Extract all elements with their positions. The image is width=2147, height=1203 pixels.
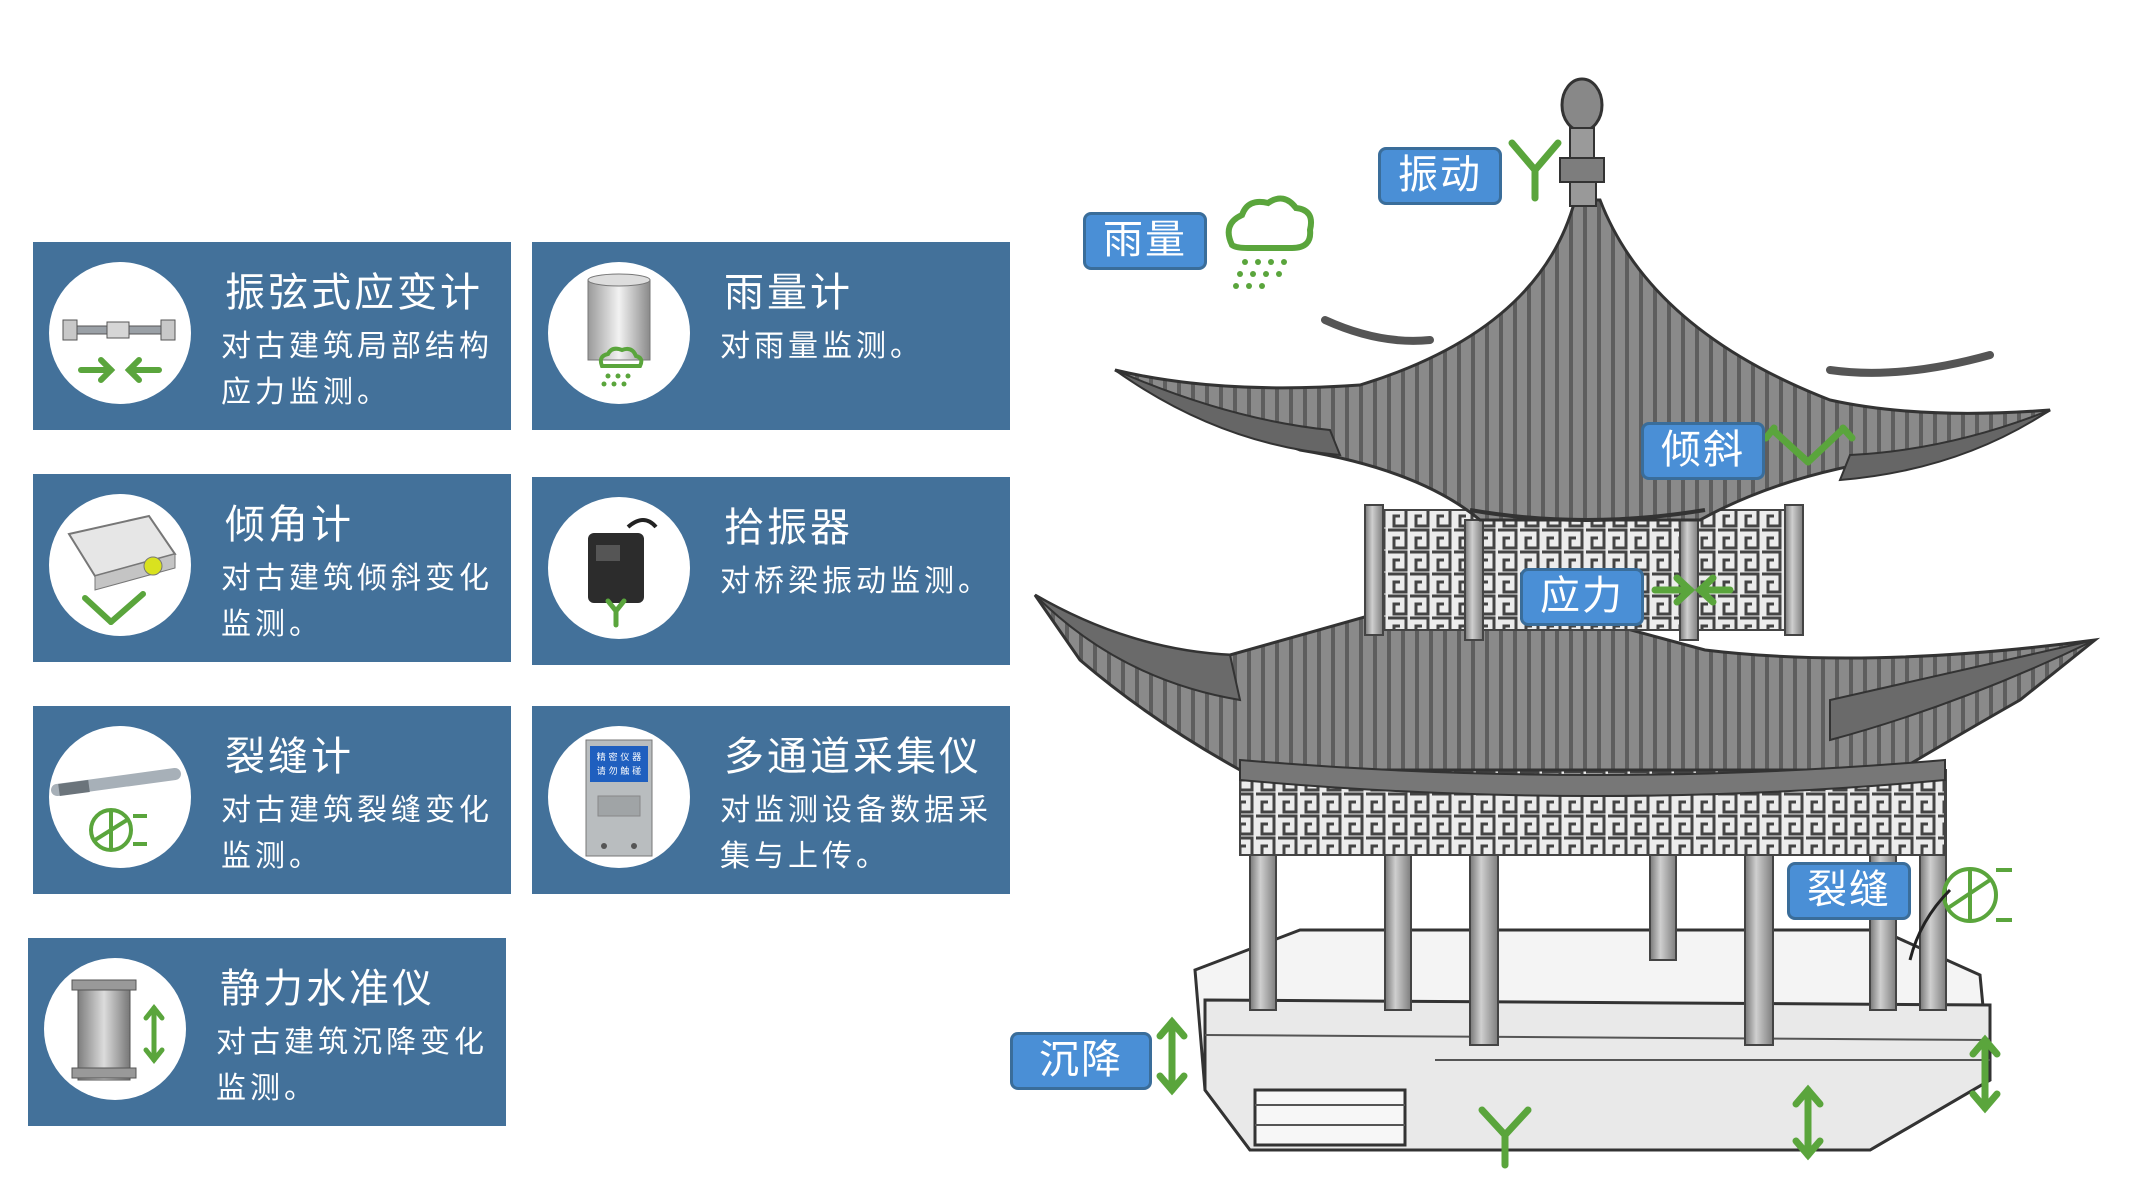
device-warning-line1: 精 密 仪 器 — [597, 751, 642, 763]
card-title: 振弦式应变计 — [225, 270, 483, 316]
tilt-v-icon — [1762, 424, 1856, 466]
lower-roof — [1033, 593, 2101, 797]
vibration-y-icon — [1508, 139, 1562, 202]
settlement-arrow-mid-icon — [1792, 1084, 1824, 1161]
card-hydrostatic-level: 静力水准仪 对古建筑沉降变化监测。 — [28, 938, 506, 1126]
card-title: 拾振器 — [724, 505, 853, 551]
label-rain: 雨量 — [1083, 212, 1207, 270]
rain-cloud-icon — [1225, 195, 1314, 289]
upper-roof — [1114, 198, 2051, 522]
card-desc: 对古建筑裂缝变化监测。 — [221, 793, 493, 874]
label-stress: 应力 — [1520, 568, 1644, 626]
data-logger-icon: 精 密 仪 器 请 勿 触 碰 — [548, 726, 690, 868]
label-crack: 裂缝 — [1787, 862, 1911, 920]
card-title: 多通道采集仪 — [724, 734, 982, 780]
vibration-pickup-icon — [548, 497, 690, 639]
card-data-logger: 精 密 仪 器 请 勿 触 碰 多通道采集仪 对监测设备数据采集与上传。 — [532, 706, 1010, 894]
label-vibration: 振动 — [1378, 147, 1502, 205]
card-desc: 对古建筑倾斜变化监测。 — [221, 561, 493, 642]
card-title: 雨量计 — [724, 270, 853, 316]
card-strain-gauge: 振弦式应变计 对古建筑局部结构应力监测。 — [33, 242, 511, 430]
inclinometer-icon — [49, 494, 191, 636]
card-crack-meter: 裂缝计 对古建筑裂缝变化监测。 — [33, 706, 511, 894]
settlement-arrow-left-icon — [1156, 1016, 1188, 1096]
card-desc: 对古建筑沉降变化监测。 — [216, 1025, 488, 1106]
stress-arrows-icon — [1651, 574, 1734, 606]
card-desc: 对桥梁振动监测。 — [720, 564, 992, 599]
base-vibration-y-icon — [1478, 1106, 1532, 1169]
card-rain-gauge: 雨量计 对雨量监测。 — [532, 242, 1010, 430]
roof-finial — [1559, 77, 1605, 207]
card-desc: 对雨量监测。 — [720, 329, 924, 364]
card-inclinometer: 倾角计 对古建筑倾斜变化监测。 — [33, 474, 511, 662]
label-tilt: 倾斜 — [1641, 422, 1765, 480]
device-warning-line2: 请 勿 触 碰 — [597, 765, 642, 777]
rain-gauge-icon — [548, 262, 690, 404]
card-title: 静力水准仪 — [220, 966, 435, 1012]
card-vibration-pickup: 拾振器 对桥梁振动监测。 — [532, 477, 1010, 665]
card-title: 倾角计 — [225, 502, 354, 548]
card-desc: 对古建筑局部结构应力监测。 — [221, 329, 493, 410]
settlement-arrow-right-icon — [1969, 1034, 2001, 1114]
hydrostatic-level-icon — [44, 958, 186, 1100]
crack-meter-icon — [49, 726, 191, 868]
crack-sensor-symbol — [1942, 867, 2012, 923]
strain-gauge-icon — [49, 262, 191, 404]
card-desc: 对监测设备数据采集与上传。 — [720, 793, 992, 874]
label-settlement: 沉降 — [1010, 1032, 1152, 1090]
card-title: 裂缝计 — [225, 734, 354, 780]
